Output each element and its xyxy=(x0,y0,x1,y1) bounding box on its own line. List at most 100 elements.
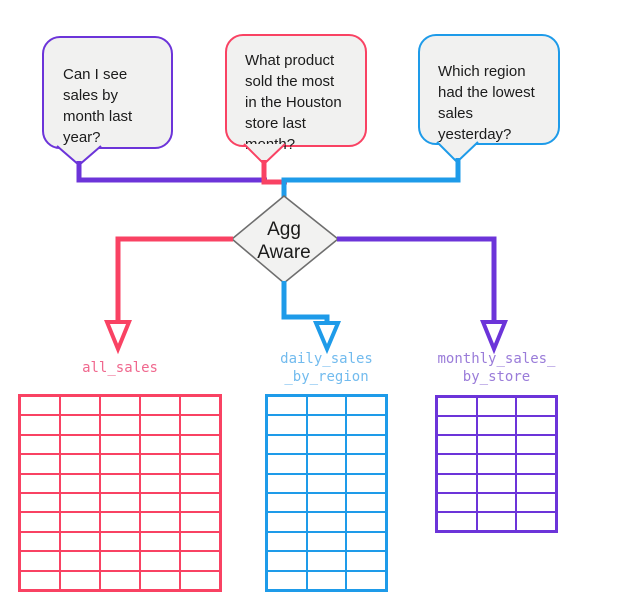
table-cell xyxy=(347,416,385,434)
table-cell xyxy=(347,455,385,473)
arrowhead-down-purple-icon xyxy=(480,320,508,355)
table-cell xyxy=(477,398,516,416)
table-cell xyxy=(21,571,59,589)
table-cell xyxy=(61,397,99,415)
table-cell xyxy=(307,455,346,473)
table-cell xyxy=(61,513,99,531)
table-cell xyxy=(347,397,385,415)
table-cell xyxy=(477,436,516,454)
table-label-line: monthly_sales_ xyxy=(437,351,556,367)
table-cell xyxy=(477,493,516,511)
table-cell xyxy=(181,513,219,531)
table-cell xyxy=(141,474,179,492)
table-cell xyxy=(438,493,476,511)
table-cell xyxy=(307,552,346,570)
bubble-text-line: store last xyxy=(245,115,306,132)
table-cell xyxy=(61,493,99,512)
table-cell xyxy=(181,532,219,551)
table-cell xyxy=(141,435,179,454)
table-cell xyxy=(307,513,346,531)
bubble-text-line: year? xyxy=(63,129,101,146)
table-cell xyxy=(61,455,99,473)
table-cell xyxy=(438,455,476,473)
bubble-text-line: in the Houston xyxy=(245,94,342,111)
table-cell xyxy=(477,417,516,435)
table-cell xyxy=(61,435,99,454)
bubble-text-line: What product xyxy=(245,52,335,69)
table-cell xyxy=(101,435,139,454)
table-cell xyxy=(101,532,139,551)
table-cell xyxy=(21,532,59,551)
table-cell xyxy=(141,455,179,473)
table-label-line: _by_region xyxy=(284,369,369,385)
table-cell xyxy=(101,552,139,570)
bubble-tail-icon xyxy=(436,141,479,164)
table-cell xyxy=(141,532,179,551)
table-label-monthly-sales-by-store: monthly_sales_ by_store xyxy=(423,350,570,386)
table-cell xyxy=(101,571,139,589)
speech-bubble-lowest-region: Which region had the lowest sales yester… xyxy=(418,34,560,145)
table-cell xyxy=(181,455,219,473)
table-cell xyxy=(438,474,476,492)
table-cell xyxy=(268,552,306,570)
table-cell xyxy=(517,512,555,530)
table-cell xyxy=(61,571,99,589)
table-label-line: by_store xyxy=(462,369,531,385)
table-cell xyxy=(268,416,306,434)
table-cell xyxy=(477,474,516,492)
table-cell xyxy=(477,512,516,530)
table-cell xyxy=(181,416,219,434)
decision-label-line: Agg xyxy=(267,219,301,240)
table-cell xyxy=(268,455,306,473)
connector-out-purple xyxy=(337,236,497,321)
table-cell xyxy=(347,435,385,454)
table-cell xyxy=(347,552,385,570)
table-cell xyxy=(438,436,476,454)
bubble-text-line: month last xyxy=(63,108,133,125)
table-monthly-sales-by-store xyxy=(435,395,558,533)
speech-bubble-sales-by-month: Can I see sales by month last year? xyxy=(42,36,173,149)
table-cell xyxy=(268,474,306,492)
table-cell xyxy=(517,455,555,473)
table-cell xyxy=(517,436,555,454)
table-all-sales xyxy=(18,394,222,592)
table-cell xyxy=(101,455,139,473)
table-cell xyxy=(21,397,59,415)
connector-bubble2-pink xyxy=(261,160,287,185)
table-cell xyxy=(101,513,139,531)
table-cell xyxy=(307,435,346,454)
speech-bubble-top-product: What product sold the most in the Housto… xyxy=(225,34,367,153)
decision-label: Agg Aware xyxy=(234,218,334,264)
table-cell xyxy=(477,455,516,473)
table-cell xyxy=(181,493,219,512)
table-cell xyxy=(347,493,385,512)
bubble-text-line: yesterday? xyxy=(438,126,512,143)
table-cell xyxy=(268,493,306,512)
table-cell xyxy=(268,513,306,531)
table-cell xyxy=(141,552,179,570)
table-cell xyxy=(21,455,59,473)
table-cell xyxy=(307,416,346,434)
table-cell xyxy=(141,493,179,512)
table-cell xyxy=(517,417,555,435)
bubble-text-line: sales by xyxy=(63,87,119,104)
bubble-text-line: month? xyxy=(245,136,296,153)
table-cell xyxy=(438,512,476,530)
table-daily-sales-by-region xyxy=(265,394,388,592)
table-cell xyxy=(517,474,555,492)
connector-out-pink xyxy=(115,236,233,322)
table-label-line: daily_sales xyxy=(280,351,373,367)
table-cell xyxy=(438,417,476,435)
table-cell xyxy=(101,493,139,512)
table-cell xyxy=(21,474,59,492)
table-cell xyxy=(517,493,555,511)
table-cell xyxy=(61,532,99,551)
table-cell xyxy=(347,571,385,589)
connector-bubble3-blue xyxy=(281,158,461,201)
table-cell xyxy=(181,435,219,454)
table-cell xyxy=(141,571,179,589)
decision-label-line: Aware xyxy=(257,242,311,263)
bubble-text-line: sales xyxy=(438,105,474,122)
table-cell xyxy=(307,493,346,512)
